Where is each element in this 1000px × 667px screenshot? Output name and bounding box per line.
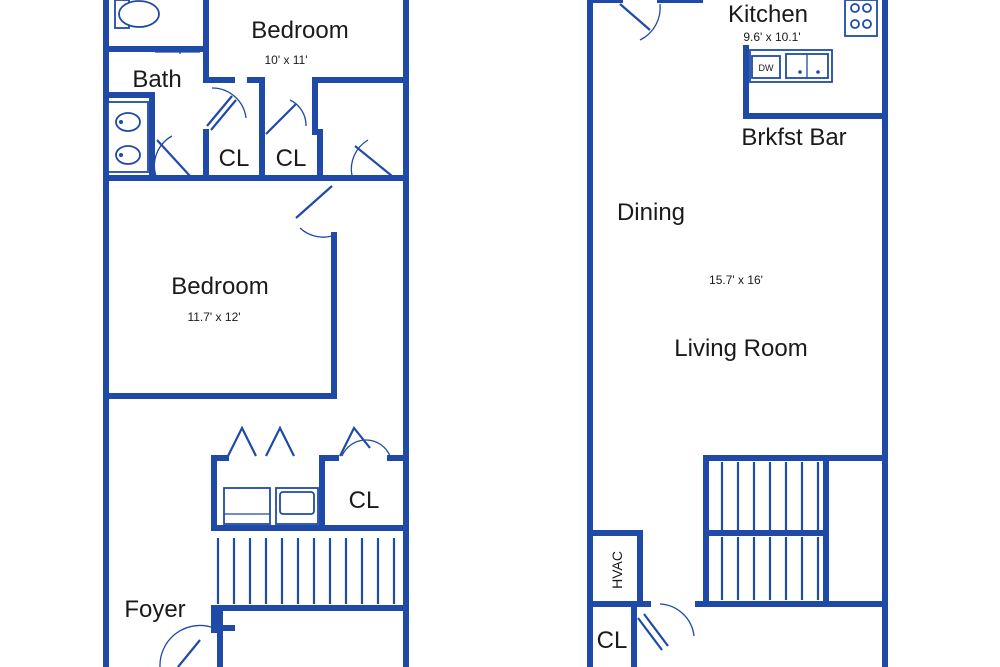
hvac-label: HVAC: [609, 551, 625, 589]
bifold-door-icon: [227, 425, 391, 457]
door-swing-icon: [153, 135, 191, 177]
bedroom-large-label: Bedroom: [171, 273, 268, 300]
stairs-icon: [720, 462, 820, 600]
closet-label: CL: [597, 627, 628, 654]
stove-icon: [844, 0, 878, 37]
vanity-sink-icon: [107, 101, 149, 173]
main-floor-plan: DW HVAC: [587, 0, 888, 667]
bath-label: Bath: [132, 66, 181, 93]
closet-label: CL: [219, 145, 250, 172]
door-swing-icon: [619, 3, 661, 41]
dishwasher-icon: [751, 55, 781, 79]
living-room-size: 15.7' x 16': [709, 273, 763, 287]
stairs-icon: [216, 538, 396, 604]
foyer-label: Foyer: [124, 596, 185, 623]
door-swing-icon: [265, 99, 307, 135]
toilet-icon: [114, 0, 160, 29]
bedroom-small-size: 10' x 11': [264, 53, 307, 67]
door-swing-icon: [295, 185, 333, 238]
kitchen-counter: [749, 49, 833, 83]
closet-label: CL: [276, 145, 307, 172]
dishwasher-label: DW: [759, 63, 774, 73]
door-swing-icon: [206, 87, 247, 131]
shower-icon: [155, 46, 200, 54]
breakfast-bar-label: Brkfst Bar: [741, 124, 846, 151]
door-swing-icon: [159, 624, 215, 667]
door-swing-icon: [637, 603, 695, 651]
bedroom-small-label: Bedroom: [251, 17, 348, 44]
closet-label: CL: [349, 487, 380, 514]
door-swing-icon: [350, 139, 393, 177]
upper-floor-plan: Bedroom 10' x 11' Bath CL CL Bedroom 11.…: [103, 0, 409, 667]
kitchen-label: Kitchen: [728, 1, 808, 28]
kitchen-size: 9.6' x 10.1': [743, 30, 800, 44]
washer-dryer-icon: [223, 487, 319, 525]
bedroom-large-size: 11.7' x 12': [187, 310, 240, 324]
living-room-label: Living Room: [674, 335, 807, 362]
dining-label: Dining: [617, 199, 685, 226]
